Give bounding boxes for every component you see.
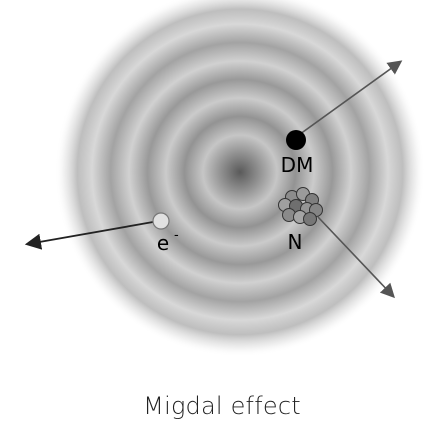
dark-matter-recoil-arrow xyxy=(295,60,403,138)
electron-cloud xyxy=(55,0,425,357)
dark-matter-label: DM xyxy=(281,153,314,177)
electron-particle xyxy=(152,212,170,230)
nucleus-cluster xyxy=(278,187,323,226)
dark-matter-particle xyxy=(286,130,306,150)
nucleus-label: N xyxy=(288,230,303,254)
electron-charge-superscript: - xyxy=(174,228,179,243)
electron-emission-arrow xyxy=(24,221,154,250)
nucleus-recoil-arrow xyxy=(317,216,395,299)
figure-caption: Migdal effect xyxy=(143,392,301,420)
electron-label: e xyxy=(157,231,169,255)
